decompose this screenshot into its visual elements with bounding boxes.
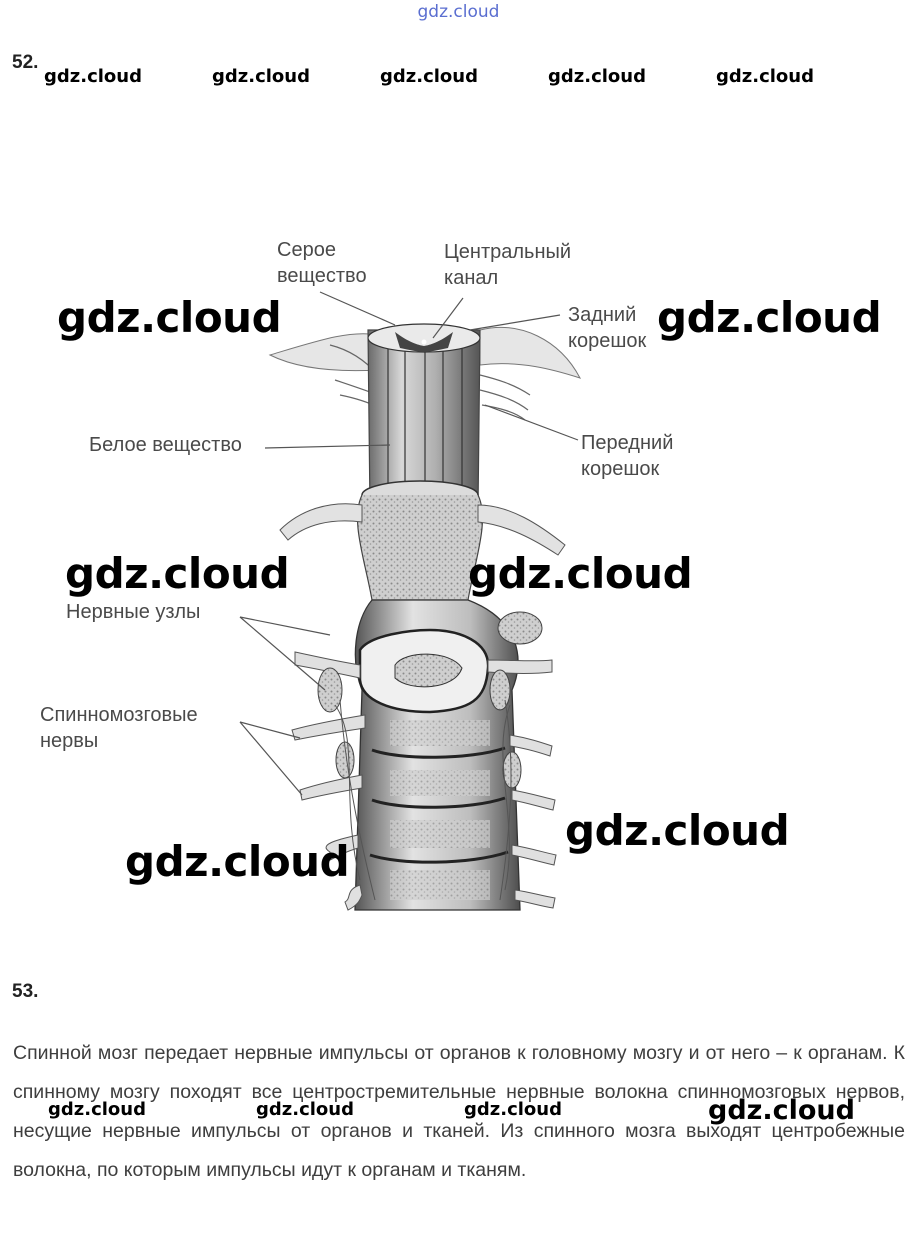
label-white-matter: Белое вещество: [89, 432, 242, 458]
label-grey-matter-line2: вещество: [277, 263, 367, 289]
label-central-canal-line1: Центральный: [444, 239, 571, 265]
watermark: gdz.cloud: [65, 549, 289, 598]
label-ganglia: Нервные узлы: [66, 599, 200, 625]
label-spinal-nerves-line2: нервы: [40, 728, 198, 754]
label-ventral-root-line1: Передний: [581, 430, 673, 456]
task-53-number: 53.: [12, 981, 38, 1003]
watermark: gdz.cloud: [565, 806, 789, 855]
label-dorsal-root: Задний корешок: [568, 302, 646, 354]
label-dorsal-root-line1: Задний: [568, 302, 646, 328]
label-ventral-root: Передний корешок: [581, 430, 673, 482]
watermark: gdz.cloud: [48, 1099, 146, 1120]
label-spinal-nerves: Спинномозговые нервы: [40, 702, 198, 754]
watermark: gdz.cloud: [57, 293, 281, 342]
label-grey-matter: Серое вещество: [277, 237, 367, 289]
watermark: gdz.cloud: [464, 1099, 562, 1120]
label-ventral-root-line2: корешок: [581, 456, 673, 482]
watermark: gdz.cloud: [657, 293, 881, 342]
label-grey-matter-line1: Серое: [277, 237, 367, 263]
label-central-canal-line2: канал: [444, 265, 571, 291]
watermark: gdz.cloud: [708, 1095, 855, 1126]
watermark: gdz.cloud: [256, 1099, 354, 1120]
label-central-canal: Центральный канал: [444, 239, 571, 291]
watermark: gdz.cloud: [125, 837, 349, 886]
label-spinal-nerves-line1: Спинномозговые: [40, 702, 198, 728]
label-dorsal-root-line2: корешок: [568, 328, 646, 354]
watermark: gdz.cloud: [468, 549, 692, 598]
